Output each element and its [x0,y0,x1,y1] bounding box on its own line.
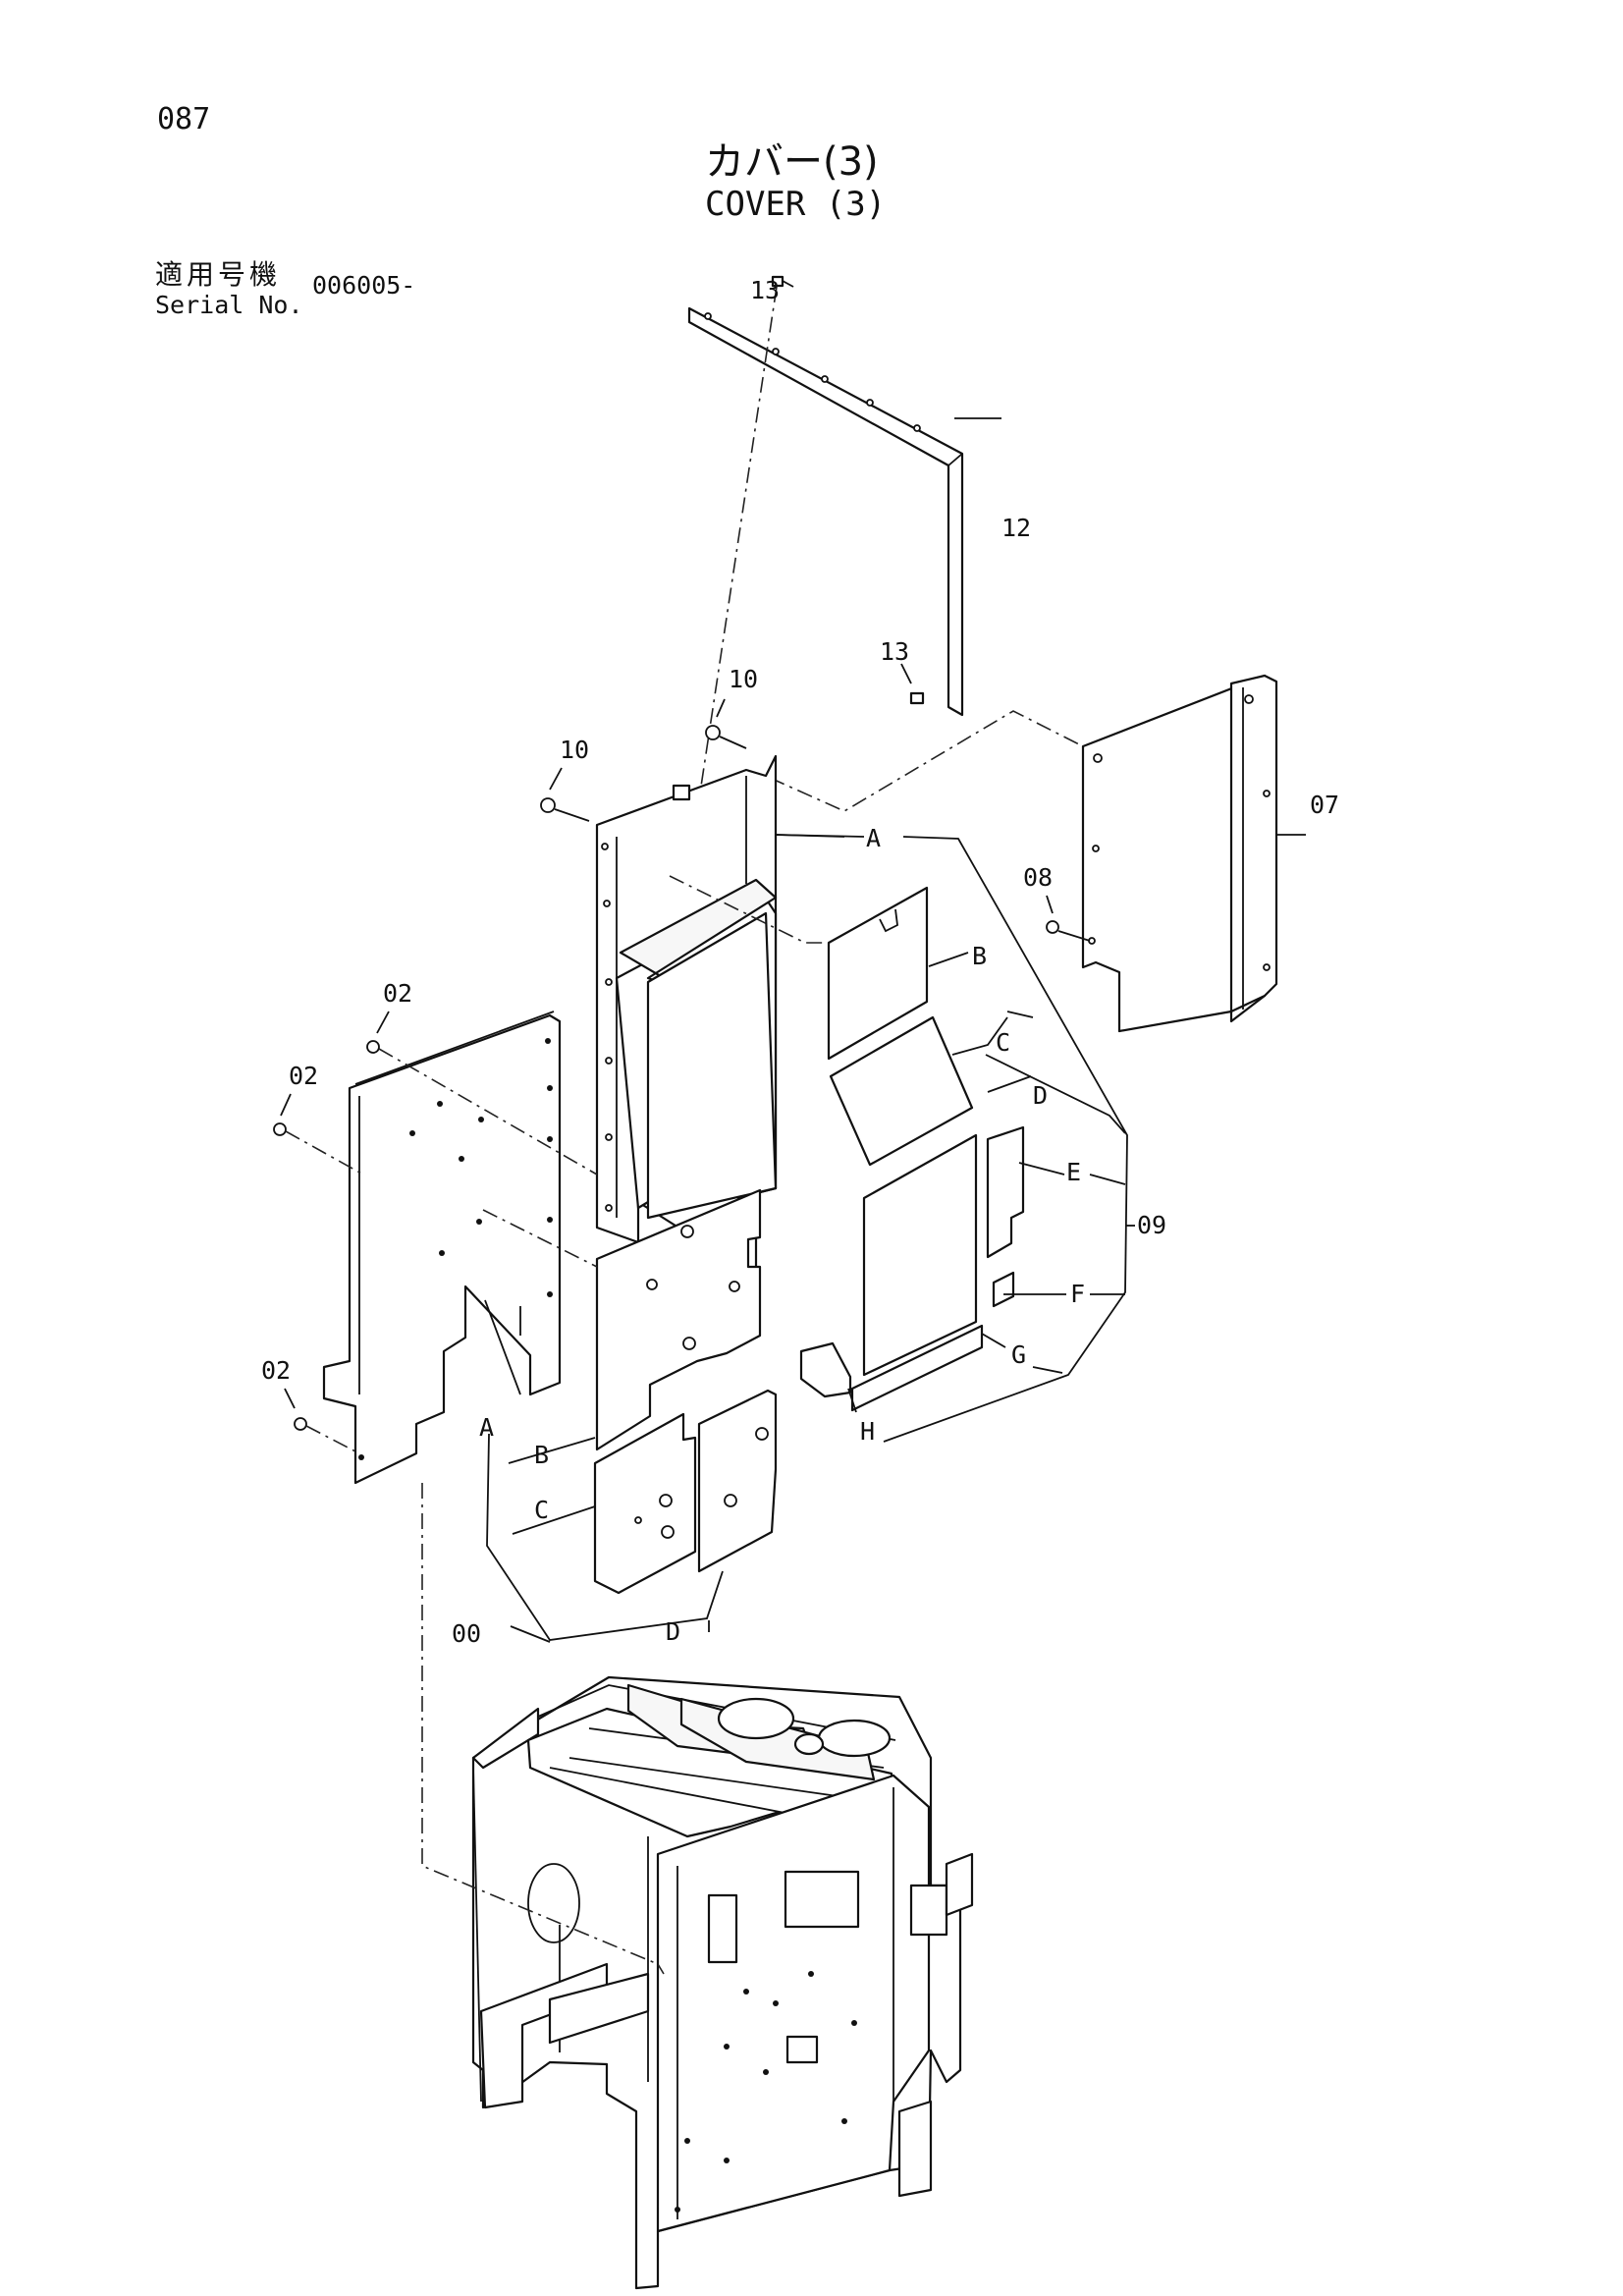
callout-00-a: A [479,1413,494,1442]
callout-12: 12 [1001,514,1031,542]
callout-09-h: H [860,1417,875,1446]
callout-10-right: 10 [729,665,758,693]
bolt-13-top [688,275,794,865]
bolt-13-mid [900,663,925,705]
callout-09-f: F [1070,1280,1085,1308]
callout-02-bottom: 02 [261,1356,291,1385]
left-cover-panel [322,1011,562,1485]
callout-09-a: A [866,824,881,852]
callout-02-mid: 02 [289,1062,318,1090]
callout-00-c: C [534,1496,549,1524]
machine-frame [421,1483,974,2290]
callout-13-top: 13 [750,276,780,304]
callout-09-d: D [1033,1081,1048,1110]
callout-00-b: B [534,1441,549,1469]
callout-13-mid: 13 [880,637,909,666]
callout-08: 08 [1023,863,1053,892]
callout-00: 00 [452,1619,481,1648]
callout-07: 07 [1310,791,1339,819]
kit-00-pads [482,1188,778,1643]
callout-10-left: 10 [560,736,589,764]
title-english: COVER (3) [705,185,887,224]
bolt-10-left [540,767,590,822]
serial-label-japanese: 適用号機 [155,258,282,291]
part-12-stay [687,306,1001,717]
center-line-07 [769,710,1084,812]
callout-00-d: D [666,1617,680,1646]
center-duct-cover [595,754,865,1279]
title-japanese: カバー(3) [705,139,879,185]
callout-09-c: C [996,1028,1010,1057]
callout-09: 09 [1137,1211,1166,1239]
callout-09-e: E [1066,1158,1081,1186]
serial-number-value: 006005- [312,271,416,300]
bolt-02-bottom [284,1388,356,1452]
kit-09-pads [669,834,1135,1443]
callout-09-g: G [1011,1340,1026,1369]
part-07-right-cover [1081,674,1306,1033]
page-number: 087 [157,102,211,137]
callout-09-b: B [972,942,987,970]
serial-label-english: Serial No. [155,291,303,319]
bolt-10-right [705,698,747,749]
callout-02-top: 02 [383,979,412,1008]
bolt-02-top [366,1011,598,1175]
bolt-08 [1046,895,1091,942]
bolt-02-mid [273,1093,364,1175]
